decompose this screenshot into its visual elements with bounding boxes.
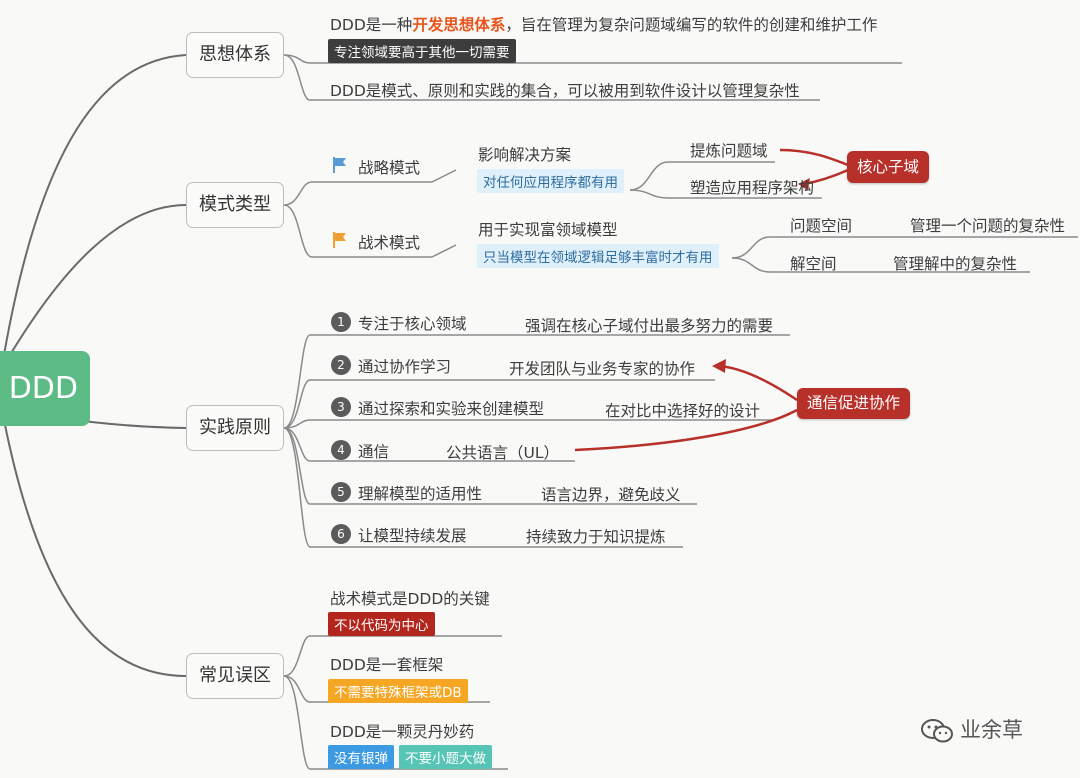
flag-orange-icon <box>333 232 346 248</box>
practice-1-detail: 强调在核心子域付出最多努力的需要 <box>525 317 774 335</box>
tactical-desc: 用于实现富领域模型 <box>478 221 618 239</box>
number-5-icon: 5 <box>331 482 351 502</box>
tactical-item-1-detail: 管理一个问题的复杂性 <box>910 217 1066 235</box>
practice-1-label: 专注于核心领域 <box>358 315 467 333</box>
practice-4-detail: 公共语言（UL） <box>446 444 559 462</box>
number-1-icon: 1 <box>331 312 351 332</box>
tactical-label: 战术模式 <box>358 234 421 252</box>
thinking-intro-pre: DDD是一种 <box>330 16 413 34</box>
callout-communication[interactable]: 通信促进协作 <box>797 388 910 419</box>
practice-3-detail: 在对比中选择好的设计 <box>605 402 761 420</box>
number-3-icon: 3 <box>331 397 351 417</box>
branch-misconceptions[interactable]: 常见误区 <box>186 653 284 699</box>
misconception-1-text: 战术模式是DDD的关键 <box>330 590 490 608</box>
practice-5-detail: 语言边界，避免歧义 <box>541 486 681 504</box>
watermark: 业余草 <box>920 714 1023 744</box>
strategic-desc: 影响解决方案 <box>478 146 572 164</box>
thinking-tag: 专注领域要高于其他一切需要 <box>328 39 516 63</box>
practice-2-detail: 开发团队与业务专家的协作 <box>509 360 696 378</box>
watermark-text: 业余草 <box>960 718 1023 742</box>
number-4-icon: 4 <box>331 440 351 460</box>
misconception-2-text: DDD是一套框架 <box>330 656 444 674</box>
thinking-intro: DDD是一种开发思想体系，旨在管理为复杂问题域编写的软件的创建和维护工作 <box>330 13 877 35</box>
root-node[interactable]: DDD <box>0 351 90 426</box>
practice-5-label: 理解模型的适用性 <box>358 485 483 503</box>
flag-blue-icon <box>333 157 346 173</box>
strategic-label: 战略模式 <box>358 159 421 177</box>
tactical-item-2-detail: 管理解中的复杂性 <box>893 255 1018 273</box>
strategic-item-1: 提炼问题域 <box>690 142 768 160</box>
practice-6-label: 让模型持续发展 <box>358 527 467 545</box>
branch-thinking[interactable]: 思想体系 <box>186 32 284 78</box>
number-2-icon: 2 <box>331 355 351 375</box>
number-6-icon: 6 <box>331 524 351 544</box>
thinking-intro-post: ，旨在管理为复杂问题域编写的软件的创建和维护工作 <box>505 16 878 34</box>
strategic-item-2: 塑造应用程序架构 <box>690 179 815 197</box>
tactical-tag: 只当模型在领域逻辑足够丰富时才有用 <box>477 244 719 268</box>
misconception-3-tag-2: 不要小题大做 <box>399 745 492 769</box>
practice-3-label: 通过探索和实验来创建模型 <box>358 400 545 418</box>
practice-6-detail: 持续致力于知识提炼 <box>526 528 666 546</box>
callout-core-subdomain[interactable]: 核心子域 <box>847 151 929 183</box>
misconception-3-tag-1: 没有银弹 <box>328 745 394 769</box>
thinking-second: DDD是模式、原则和实践的集合，可以被用到软件设计以管理复杂性 <box>330 82 800 100</box>
branch-practices[interactable]: 实践原则 <box>186 405 284 451</box>
tactical-item-2-name: 解空间 <box>790 255 837 273</box>
root-label: DDD <box>8 371 78 406</box>
misconception-2-tag: 不需要特殊框架或DB <box>328 679 468 703</box>
thinking-intro-highlight: 开发思想体系 <box>412 16 506 34</box>
tactical-item-1-name: 问题空间 <box>790 217 853 235</box>
practice-4-label: 通信 <box>358 443 390 461</box>
strategic-tag: 对任何应用程序都有用 <box>477 169 624 193</box>
branch-patterns[interactable]: 模式类型 <box>186 182 284 228</box>
practice-2-label: 通过协作学习 <box>358 358 452 376</box>
wechat-icon <box>921 719 953 743</box>
misconception-3-text: DDD是一颗灵丹妙药 <box>330 723 475 741</box>
misconception-1-tag: 不以代码为中心 <box>328 612 435 636</box>
